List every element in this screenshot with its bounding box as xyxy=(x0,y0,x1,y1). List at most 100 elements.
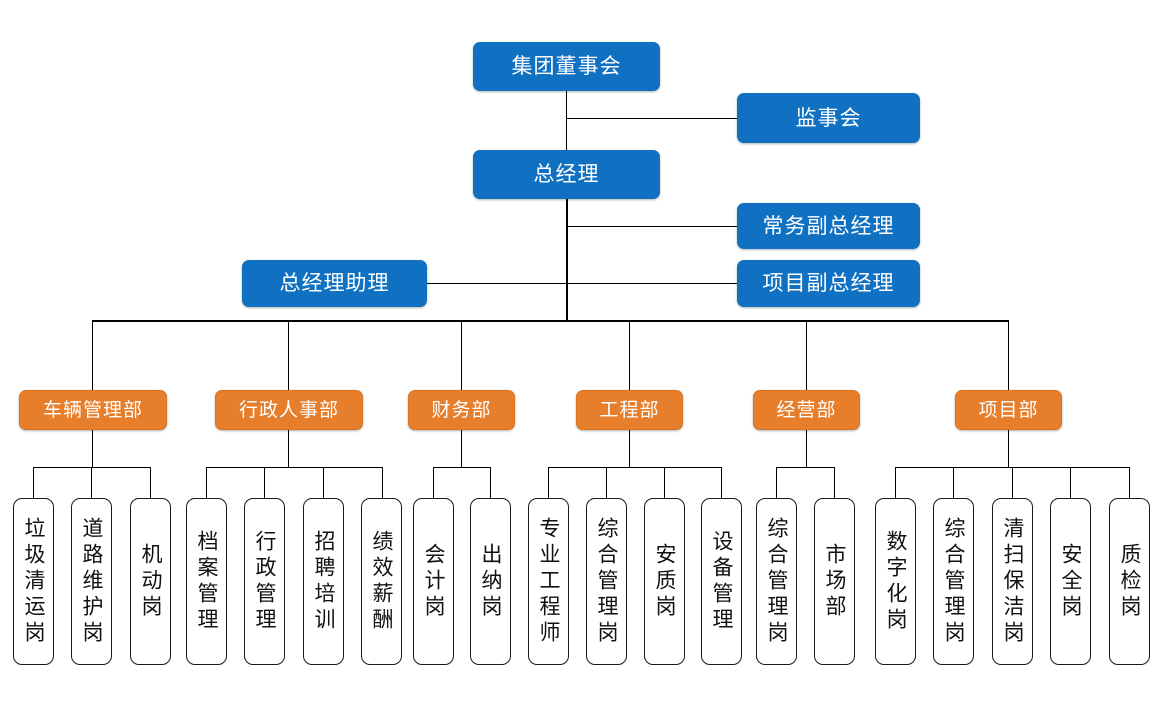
node-project-deputy-gm[interactable]: 项目副总经理 xyxy=(737,260,920,307)
sub-bus-dept-2 xyxy=(433,467,490,468)
department-label-1: 行政人事部 xyxy=(238,399,339,421)
position-box-5-3[interactable]: 安全岗 xyxy=(1050,498,1091,665)
connector-leaf-drop-5-1 xyxy=(953,467,954,498)
node-general-manager[interactable]: 总经理 xyxy=(473,150,660,199)
position-label-1-0: 档案管理 xyxy=(195,529,219,634)
connector-dept-0-drop xyxy=(92,430,93,467)
position-box-2-0[interactable]: 会计岗 xyxy=(413,498,454,665)
department-label-2: 财务部 xyxy=(431,399,492,421)
node-gm-assistant[interactable]: 总经理助理 xyxy=(242,260,427,307)
connector-leaf-drop-2-0 xyxy=(433,467,434,498)
connector-leaf-drop-1-3 xyxy=(382,467,383,498)
department-label-4: 经营部 xyxy=(776,399,837,421)
connector-gm-trunk-to-supervisory xyxy=(566,118,737,119)
department-operations[interactable]: 经营部 xyxy=(753,390,860,430)
position-box-5-0[interactable]: 数字化岗 xyxy=(875,498,916,665)
connector-leaf-drop-5-2 xyxy=(1012,467,1013,498)
node-supervisory-board[interactable]: 监事会 xyxy=(737,93,920,143)
position-label-0-0: 垃圾清运岗 xyxy=(22,516,46,647)
node-gm-assistant-label: 总经理助理 xyxy=(279,272,390,295)
department-label-5: 项目部 xyxy=(978,399,1039,421)
connector-leaf-drop-1-1 xyxy=(264,467,265,498)
position-label-3-1: 综合管理岗 xyxy=(595,516,619,647)
connector-gm-to-project-deputy xyxy=(566,283,737,284)
position-label-3-3: 设备管理 xyxy=(710,529,734,634)
position-label-4-1: 市场部 xyxy=(823,542,847,621)
connector-leaf-drop-5-3 xyxy=(1070,467,1071,498)
position-box-3-2[interactable]: 安质岗 xyxy=(644,498,685,665)
position-box-3-1[interactable]: 综合管理岗 xyxy=(586,498,627,665)
position-label-1-3: 绩效薪酬 xyxy=(370,529,394,634)
connector-dept-4-drop xyxy=(806,430,807,467)
connector-dept-3-drop xyxy=(629,430,630,467)
department-project[interactable]: 项目部 xyxy=(955,390,1062,430)
position-box-2-1[interactable]: 出纳岗 xyxy=(470,498,511,665)
department-admin-hr[interactable]: 行政人事部 xyxy=(215,390,363,430)
connector-gm-to-bus xyxy=(566,199,568,321)
position-box-0-0[interactable]: 垃圾清运岗 xyxy=(13,498,54,665)
connector-leaf-drop-3-0 xyxy=(548,467,549,498)
position-box-0-2[interactable]: 机动岗 xyxy=(130,498,171,665)
connector-leaf-drop-5-0 xyxy=(895,467,896,498)
department-engineering[interactable]: 工程部 xyxy=(576,390,683,430)
node-board[interactable]: 集团董事会 xyxy=(473,42,660,91)
position-label-3-2: 安质岗 xyxy=(653,542,677,621)
connector-bus-to-dept-4 xyxy=(806,320,807,390)
connector-bus-to-dept-2 xyxy=(461,320,462,390)
node-executive-deputy-gm[interactable]: 常务副总经理 xyxy=(737,203,920,249)
position-box-3-0[interactable]: 专业工程师 xyxy=(528,498,569,665)
position-label-3-0: 专业工程师 xyxy=(537,516,561,647)
connector-gm-assistant-to-trunk xyxy=(427,283,566,284)
position-box-0-1[interactable]: 道路维护岗 xyxy=(71,498,112,665)
position-box-4-1[interactable]: 市场部 xyxy=(814,498,855,665)
connector-dept-1-drop xyxy=(288,430,289,467)
position-label-2-1: 出纳岗 xyxy=(479,542,503,621)
connector-leaf-drop-0-2 xyxy=(150,467,151,498)
connector-bus-to-dept-1 xyxy=(288,320,289,390)
connector-bus-to-dept-0 xyxy=(92,320,93,390)
sub-bus-dept-1 xyxy=(206,467,382,468)
sub-bus-dept-3 xyxy=(548,467,721,468)
position-box-4-0[interactable]: 综合管理岗 xyxy=(756,498,797,665)
node-general-manager-label: 总经理 xyxy=(533,163,600,186)
position-label-5-1: 综合管理岗 xyxy=(942,516,966,647)
position-box-3-3[interactable]: 设备管理 xyxy=(701,498,742,665)
position-box-1-1[interactable]: 行政管理 xyxy=(244,498,285,665)
connector-leaf-drop-1-2 xyxy=(323,467,324,498)
position-label-5-0: 数字化岗 xyxy=(884,529,908,634)
connector-leaf-drop-0-0 xyxy=(33,467,34,498)
department-label-3: 工程部 xyxy=(599,399,660,421)
position-box-1-2[interactable]: 招聘培训 xyxy=(303,498,344,665)
connector-gm-to-executive-deputy xyxy=(566,226,737,227)
department-finance[interactable]: 财务部 xyxy=(408,390,515,430)
position-label-5-4: 质检岗 xyxy=(1118,542,1142,621)
connector-leaf-drop-4-0 xyxy=(776,467,777,498)
node-supervisory-board-label: 监事会 xyxy=(795,106,862,130)
position-label-0-1: 道路维护岗 xyxy=(80,516,104,647)
position-label-5-3: 安全岗 xyxy=(1059,542,1083,621)
position-label-1-1: 行政管理 xyxy=(253,529,277,634)
position-box-1-3[interactable]: 绩效薪酬 xyxy=(361,498,402,665)
department-vehicle-management[interactable]: 车辆管理部 xyxy=(19,390,167,430)
connector-leaf-drop-1-0 xyxy=(206,467,207,498)
connector-leaf-drop-3-1 xyxy=(606,467,607,498)
node-board-label: 集团董事会 xyxy=(511,55,622,78)
connector-dept-5-drop xyxy=(1008,430,1009,467)
position-box-5-1[interactable]: 综合管理岗 xyxy=(933,498,974,665)
position-label-5-2: 清扫保洁岗 xyxy=(1001,516,1025,647)
connector-leaf-drop-3-3 xyxy=(721,467,722,498)
sub-bus-dept-4 xyxy=(776,467,834,468)
position-box-5-4[interactable]: 质检岗 xyxy=(1109,498,1150,665)
connector-leaf-drop-5-4 xyxy=(1129,467,1130,498)
position-box-1-0[interactable]: 档案管理 xyxy=(186,498,227,665)
position-label-0-2: 机动岗 xyxy=(139,542,163,621)
department-bus-line xyxy=(92,320,1009,322)
position-label-2-0: 会计岗 xyxy=(422,542,446,621)
connector-leaf-drop-4-1 xyxy=(834,467,835,498)
connector-bus-to-dept-5 xyxy=(1008,320,1009,390)
position-label-1-2: 招聘培训 xyxy=(312,529,336,634)
position-box-5-2[interactable]: 清扫保洁岗 xyxy=(992,498,1033,665)
node-project-deputy-gm-label: 项目副总经理 xyxy=(762,272,895,295)
connector-leaf-drop-0-1 xyxy=(91,467,92,498)
